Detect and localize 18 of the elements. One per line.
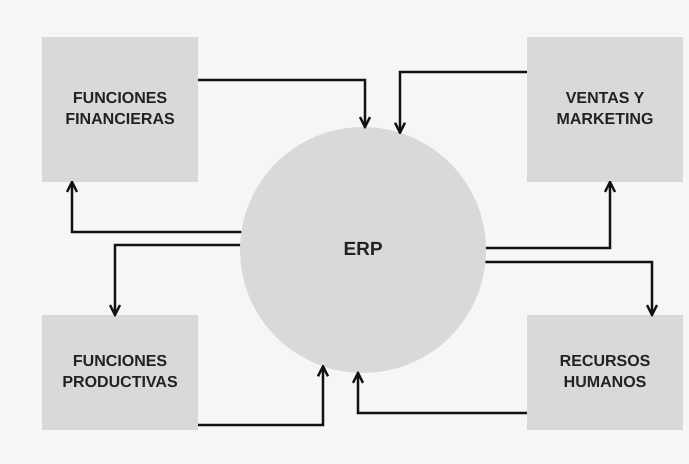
node-label: FUNCIONES PRODUCTIVAS [61,352,179,392]
arrow [394,70,527,134]
arrow [198,365,330,426]
system-circle [240,127,486,373]
module-box [527,37,683,182]
arrow [66,180,242,234]
arrow [198,78,372,128]
module-box [42,37,198,182]
module-box [527,315,683,430]
node-label: RECURSOS HUMANOS [558,352,652,392]
node-label: FUNCIONES FINANCIERAS [64,88,176,130]
arrow [108,244,240,316]
module-box [42,315,198,430]
arrow [486,180,616,250]
node-label: ERP [342,238,384,262]
arrow [352,372,527,414]
arrow [485,260,658,316]
node-label: VENTAS Y MARKETING [556,88,654,130]
